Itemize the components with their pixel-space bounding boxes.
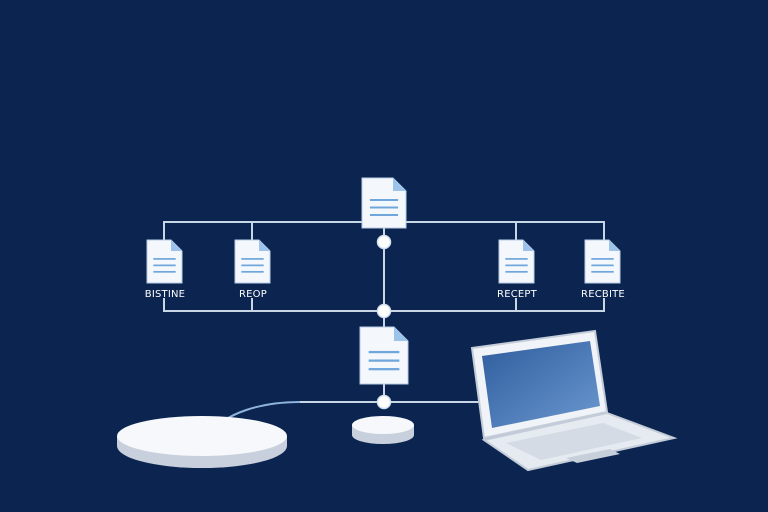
document-icon [359,326,409,385]
document-icon [498,239,535,284]
node-dot-icon [376,234,392,250]
laptop-screen [482,341,600,428]
document-icon [146,239,183,284]
document-icon [361,177,407,229]
doc-label-reop: REOP [239,289,267,300]
doc-label-recept: RECEPT [497,289,537,300]
laptop-trackpad [566,449,620,463]
document-icon [584,239,621,284]
doc-label-recbite: RECBITE [581,289,625,300]
documents-group [146,177,621,385]
doc-label-bistine: BISTINE [144,289,186,300]
node-dot-icon [376,303,392,319]
node-dot-icon [376,394,392,410]
laptop-icon [470,329,678,472]
document-icon [234,239,271,284]
server-disk-icon [117,416,287,468]
small-disk-icon [352,416,414,444]
laptop-keyboard [506,423,642,460]
